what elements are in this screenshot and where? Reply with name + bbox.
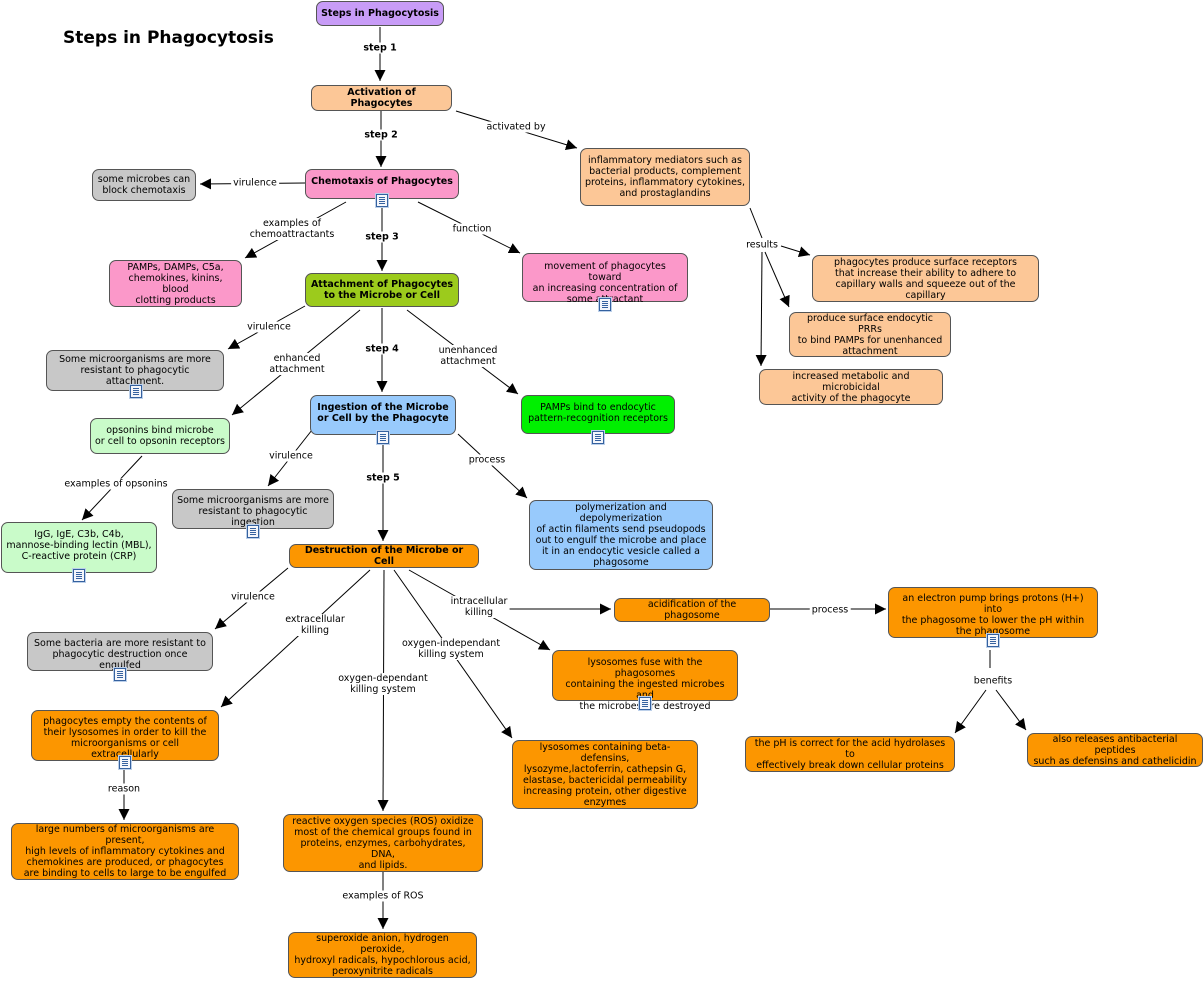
node-label: also releases antibacterial peptides suc… — [1033, 733, 1197, 767]
node-inflammatory-mediators[interactable]: inflammatory mediators such as bacterial… — [580, 148, 750, 206]
node-acidification-of-the-phagosome[interactable]: acidification of the phagosome — [614, 598, 770, 622]
node-opsonins-bind[interactable]: opsonins bind microbe or cell to opsonin… — [90, 418, 230, 454]
link-label-step-1: step 1 — [361, 42, 399, 54]
node-label: Some microorganisms are more resistant t… — [59, 354, 211, 387]
link-label-examples-of-chemoattractants: examples of chemoattractants — [247, 218, 337, 240]
node-label: Some microorganisms are more resistant t… — [177, 495, 329, 528]
node-movement-of-phagocytes[interactable]: movement of phagocytes toward an increas… — [522, 253, 688, 311]
node-label: phagocytes empty the contents of their l… — [43, 716, 207, 760]
document-icon[interactable] — [987, 634, 999, 647]
node-lysosomes-fuse[interactable]: lysosomes fuse with the phagosomes conta… — [552, 650, 738, 712]
document-icon[interactable] — [130, 385, 142, 398]
node-block-chemotaxis[interactable]: some microbes can block chemotaxis — [92, 169, 196, 201]
node-label: lysosomes fuse with the phagosomes conta… — [565, 657, 725, 712]
node-label: the pH is correct for the acid hydrolase… — [754, 737, 946, 771]
node-label: large numbers of microorganisms are pres… — [23, 824, 227, 879]
node-surface-receptors[interactable]: phagocytes produce surface receptors tha… — [812, 255, 1039, 302]
node-ingestion-of-the-microbe[interactable]: Ingestion of the Microbe or Cell by the … — [310, 395, 456, 444]
node-label: superoxide anion, hydrogen peroxide, hyd… — [294, 933, 471, 977]
node-ph-correct[interactable]: the pH is correct for the acid hydrolase… — [745, 736, 955, 772]
link-label-virulence: virulence — [245, 321, 293, 333]
link-label-step-5: step 5 — [364, 472, 402, 484]
node-ros-examples[interactable]: superoxide anion, hydrogen peroxide, hyd… — [288, 932, 477, 978]
link-label-virulence: virulence — [267, 450, 315, 462]
node-label: PAMPs, DAMPs, C5a, chemokines, kinins, b… — [127, 261, 224, 306]
node-label: Destruction of the Microbe or Cell — [304, 545, 464, 567]
node-large-numbers-of-microorganisms[interactable]: large numbers of microorganisms are pres… — [11, 823, 239, 880]
node-label: Ingestion of the Microbe or Cell by the … — [317, 402, 449, 424]
node-label: lysosomes containing beta-defensins, lys… — [522, 741, 688, 808]
node-attachment-of-phagocytes[interactable]: Attachment of Phagocytes to the Microbe … — [305, 273, 459, 307]
node-resistant-to-ingestion[interactable]: Some microorganisms are more resistant t… — [172, 489, 334, 538]
link-label-unenhanced-attachment: unenhanced attachment — [436, 345, 500, 367]
node-metabolic-activity[interactable]: increased metabolic and microbicidal act… — [759, 369, 943, 405]
link-label-step-4: step 4 — [363, 343, 401, 355]
document-icon[interactable] — [376, 194, 388, 207]
document-icon[interactable] — [247, 525, 259, 538]
link-label-activated-by: activated by — [484, 121, 548, 133]
node-label: produce surface endocytic PRRs to bind P… — [797, 312, 943, 357]
node-activation-of-phagocytes[interactable]: Activation of Phagocytes — [311, 85, 452, 111]
node-antibacterial-peptides[interactable]: also releases antibacterial peptides suc… — [1027, 733, 1203, 767]
node-lysosomes-containing[interactable]: lysosomes containing beta-defensins, lys… — [512, 740, 698, 809]
node-label: Steps in Phagocytosis — [321, 8, 439, 19]
link-label-results: results — [744, 239, 780, 251]
node-label: Some bacteria are more resistant to phag… — [34, 638, 206, 671]
link-label-process: process — [809, 604, 851, 616]
node-label: inflammatory mediators such as bacterial… — [585, 155, 745, 199]
node-label: phagocytes produce surface receptors tha… — [834, 256, 1017, 301]
link-label-step-2: step 2 — [362, 129, 400, 141]
link-label-step-3: step 3 — [363, 231, 401, 243]
node-label: an electron pump brings protons (H+) int… — [901, 593, 1085, 637]
node-label: IgG, IgE, C3b, C4b, mannose-binding lect… — [6, 529, 152, 562]
link-label-intracellular-killing: intracellular killing — [448, 596, 510, 618]
node-label: Chemotaxis of Phagocytes — [311, 176, 453, 187]
link-label-virulence: virulence — [231, 177, 279, 189]
node-opsonin-examples[interactable]: IgG, IgE, C3b, C4b, mannose-binding lect… — [1, 522, 157, 582]
link-label-virulence: virulence — [229, 591, 277, 603]
document-icon[interactable] — [119, 756, 131, 769]
node-electron-pump[interactable]: an electron pump brings protons (H+) int… — [888, 587, 1098, 647]
document-icon[interactable] — [639, 697, 651, 710]
link-label-examples-of-ros: examples of ROS — [340, 890, 426, 902]
link-label-process: process — [466, 454, 508, 466]
node-label: polymerization and depolymerization of a… — [535, 502, 707, 568]
document-icon[interactable] — [592, 431, 604, 444]
document-icon[interactable] — [114, 668, 126, 681]
document-icon[interactable] — [73, 569, 85, 582]
node-label: PAMPs bind to endocytic pattern-recognit… — [528, 402, 668, 424]
node-label: movement of phagocytes toward an increas… — [532, 261, 678, 305]
link-label-reason: reason — [105, 783, 143, 795]
link-label-enhanced-attachment: enhanced attachment — [267, 353, 327, 375]
node-steps-in-phagocytosis[interactable]: Steps in Phagocytosis — [316, 1, 444, 26]
document-icon[interactable] — [377, 431, 389, 444]
node-resistant-to-destruction[interactable]: Some bacteria are more resistant to phag… — [27, 632, 213, 681]
node-label: Attachment of Phagocytes to the Microbe … — [310, 279, 454, 301]
node-reactive-oxygen-species[interactable]: reactive oxygen species (ROS) oxidize mo… — [283, 814, 483, 872]
node-destruction-of-the-microbe[interactable]: Destruction of the Microbe or Cell — [289, 544, 479, 568]
link-label-oxygen-dependant-killing-system: oxygen-dependant killing system — [336, 673, 430, 695]
link-label-extracellular-killing: extracellular killing — [283, 614, 347, 636]
node-label: Activation of Phagocytes — [347, 87, 416, 109]
document-icon[interactable] — [599, 298, 611, 311]
link-label-oxygen-independant-killing-system: oxygen-independant killing system — [399, 638, 503, 660]
node-chemotaxis-of-phagocytes[interactable]: Chemotaxis of Phagocytes — [305, 169, 459, 207]
node-label: some microbes can block chemotaxis — [97, 174, 191, 196]
node-chemoattractant-examples[interactable]: PAMPs, DAMPs, C5a, chemokines, kinins, b… — [109, 260, 242, 307]
node-pamps-bind[interactable]: PAMPs bind to endocytic pattern-recognit… — [521, 395, 675, 444]
page-title: Steps in Phagocytosis — [63, 28, 274, 48]
link-label-examples-of-opsonins: examples of opsonins — [62, 478, 170, 490]
node-label: increased metabolic and microbicidal act… — [791, 370, 911, 404]
link-label-benefits: benefits — [971, 675, 1015, 687]
node-label: acidification of the phagosome — [647, 599, 737, 621]
link-label-function: function — [450, 223, 494, 235]
node-resistant-to-attachment[interactable]: Some microorganisms are more resistant t… — [46, 350, 224, 398]
node-endocytic-prrs[interactable]: produce surface endocytic PRRs to bind P… — [789, 312, 951, 357]
node-empty-lysosomes[interactable]: phagocytes empty the contents of their l… — [31, 710, 219, 769]
node-actin-polymerization[interactable]: polymerization and depolymerization of a… — [529, 500, 713, 570]
node-label: opsonins bind microbe or cell to opsonin… — [95, 425, 225, 447]
node-label: reactive oxygen species (ROS) oxidize mo… — [292, 815, 474, 871]
